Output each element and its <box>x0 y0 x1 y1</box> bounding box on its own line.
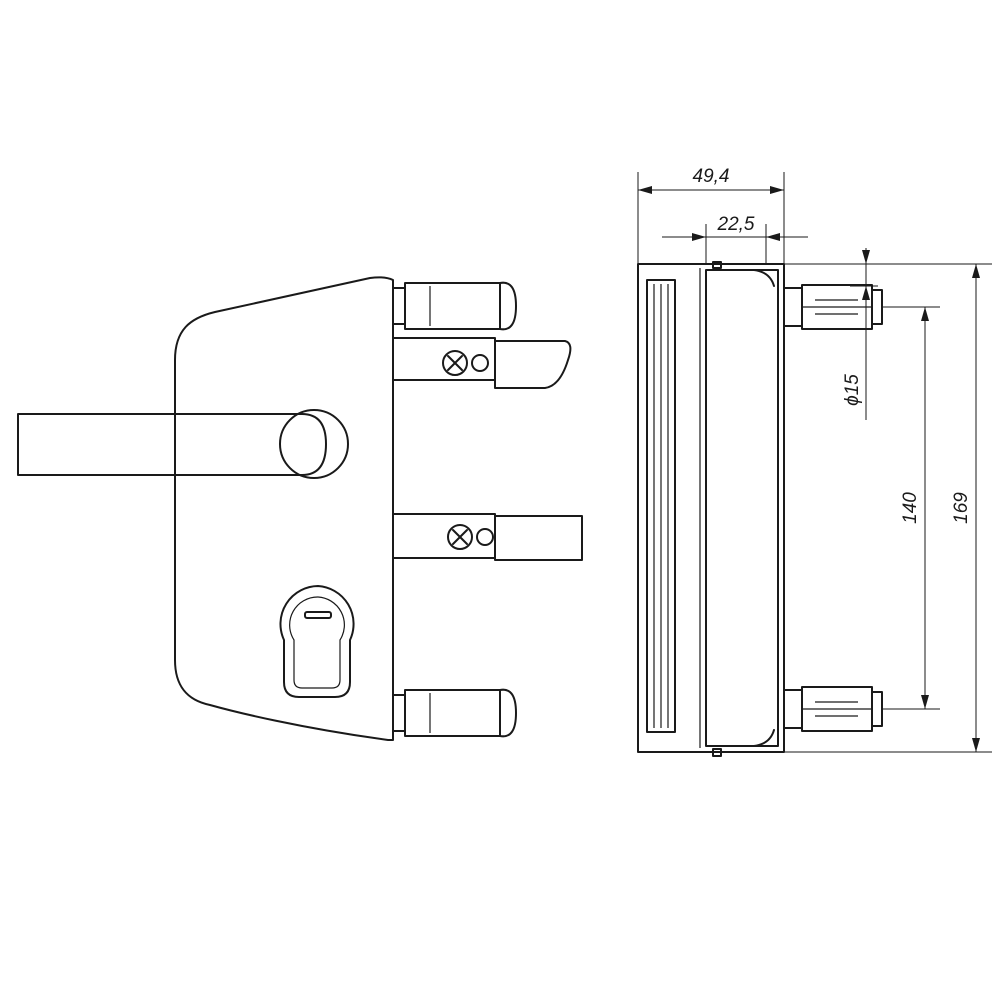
dimension-label-overall-depth: 49,4 <box>693 166 730 187</box>
screw-icon <box>442 350 468 376</box>
ribbed-cover <box>646 279 676 733</box>
side-body <box>637 263 785 753</box>
screw-icon <box>447 524 473 550</box>
dimension-label-bolt-diameter: ϕ15 <box>842 374 863 406</box>
dimension-overall-depth: 49,4 <box>637 166 785 264</box>
handle-lever <box>17 413 327 476</box>
handle-rosette <box>279 409 349 479</box>
dimension-label-overall-height: 169 <box>951 492 972 524</box>
lever-handle <box>17 409 349 479</box>
dead-bolt <box>392 513 583 561</box>
latch-bolt <box>392 337 572 389</box>
dimension-bolt-diameter: ϕ15 <box>842 248 878 420</box>
inner-case <box>705 269 779 747</box>
side-view: 49,4 22,5 ϕ15 140 <box>637 166 992 757</box>
dimension-bolt-spacing: 140 <box>882 306 940 710</box>
bottom-roller-bolt <box>392 688 517 738</box>
euro-cylinder-keyhole-icon <box>279 585 355 698</box>
top-roller-bolt <box>392 281 517 331</box>
dimension-label-bolt-spacing: 140 <box>900 492 921 524</box>
dimension-label-lock-depth: 22,5 <box>717 214 755 235</box>
front-view <box>17 276 583 741</box>
dimension-overall-height: 169 <box>784 263 992 753</box>
dimension-lock-depth: 22,5 <box>662 214 808 264</box>
lock-body-plate <box>174 276 394 741</box>
side-bottom-bolt <box>783 686 883 732</box>
